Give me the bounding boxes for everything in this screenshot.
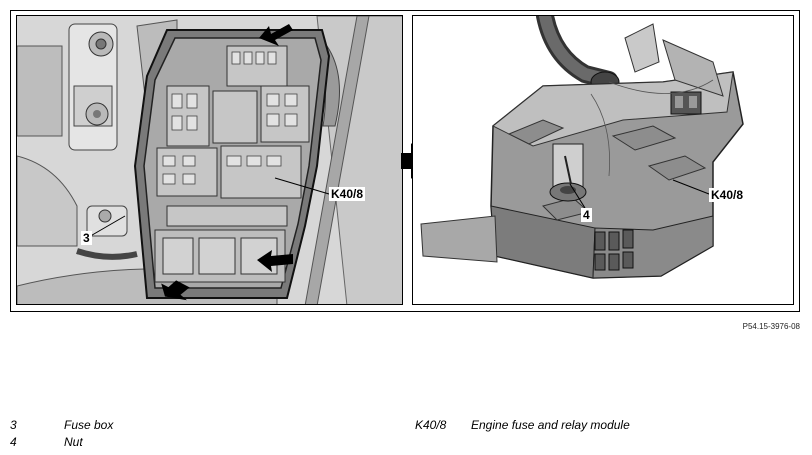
callout-module-code-right: K40/8 bbox=[709, 188, 746, 202]
legend-item-module: K40/8 Engine fuse and relay module bbox=[415, 417, 805, 433]
callout-nut-number: 4 bbox=[581, 208, 592, 222]
arrow-right-lower bbox=[257, 250, 293, 272]
connector-block bbox=[594, 229, 634, 271]
arrow-bottom bbox=[161, 280, 190, 301]
legend-key: 4 bbox=[10, 435, 17, 449]
module-detail-illustration bbox=[413, 16, 793, 304]
legend-text: Nut bbox=[64, 435, 83, 449]
relay-blocks bbox=[507, 119, 707, 221]
right-panel-module-detail: 4 K40/8 bbox=[412, 15, 794, 305]
left-panel-engine-compartment: 3 K40/8 bbox=[16, 15, 403, 305]
callout-module-code-left: K40/8 bbox=[329, 187, 366, 201]
engine-compartment-illustration bbox=[17, 16, 402, 304]
legend-key: K40/8 bbox=[415, 418, 447, 432]
legend-text: Engine fuse and relay module bbox=[471, 418, 630, 432]
pointer-arrows bbox=[161, 24, 293, 301]
legend-text: Fuse box bbox=[64, 418, 114, 432]
figure-reference-code: P54.15-3976-08 bbox=[742, 322, 800, 331]
callout-fuse-box-number: 3 bbox=[81, 231, 92, 245]
lower-relay-grid bbox=[154, 229, 286, 283]
legend-key: 3 bbox=[10, 418, 17, 432]
arrow-top bbox=[259, 24, 293, 46]
legend-item-fuse-box: 3 Fuse box bbox=[10, 417, 210, 433]
legend-item-nut: 4 Nut bbox=[10, 434, 210, 450]
